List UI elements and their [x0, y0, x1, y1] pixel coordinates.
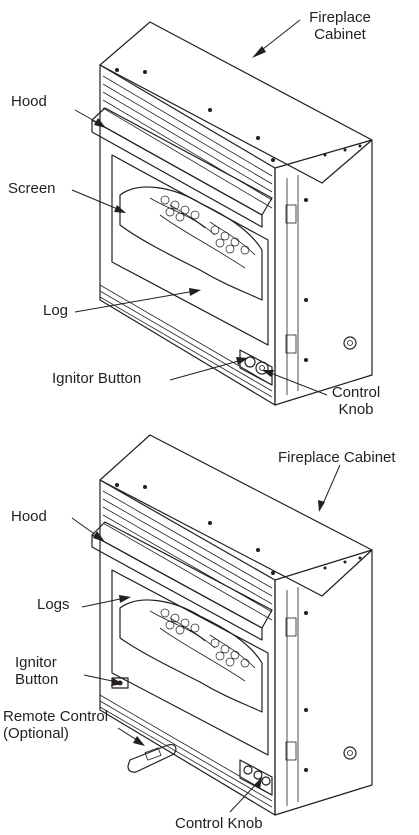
- remote-control: [127, 743, 177, 773]
- fireplace-cabinet-label-1: Fireplace Cabinet: [305, 9, 375, 43]
- fireplace-cabinet-1: [99, 21, 373, 406]
- control-knob-label-2: Control Knob: [175, 815, 263, 832]
- fireplace-cabinet-label-2: Fireplace Cabinet: [278, 449, 396, 466]
- fireplace-illustration-2: [71, 434, 373, 816]
- fireplace-cabinet-label-line-1: Fireplace: [309, 9, 371, 26]
- remote-control-label-line-2: (Optional): [3, 725, 69, 742]
- remote-control-label-line-1: Remote Control: [3, 708, 109, 725]
- screen-label: Screen: [8, 180, 56, 197]
- control-panel-1: [239, 349, 273, 386]
- control-knob-label-1: Control Knob: [325, 384, 387, 418]
- lower-louvers-1: [99, 284, 273, 398]
- fireplace-cabinet-2: [99, 434, 373, 816]
- glass-screen-1: [111, 154, 269, 346]
- hood-label-1: Hood: [11, 93, 47, 110]
- remote-control-label: Remote Control (Optional): [3, 708, 108, 742]
- leader-lines-1: [71, 19, 328, 396]
- ignitor-button-label-2: Ignitor Button: [15, 654, 58, 688]
- hood-1: [91, 107, 273, 228]
- ignitor-button-label-line-2: Button: [15, 671, 59, 688]
- glass-screen-2: [111, 569, 269, 756]
- ignitor-button-label-line-1: Ignitor: [15, 654, 57, 671]
- upper-louvers-1: [102, 75, 273, 209]
- hood-label-2: Hood: [11, 508, 47, 525]
- fireplace-illustration-1: [71, 19, 373, 406]
- log-label: Log: [43, 302, 69, 319]
- logs-label: Logs: [37, 596, 70, 613]
- lower-louvers-2: [99, 694, 273, 808]
- control-knob-label-line-1: Control: [331, 384, 381, 401]
- hood-2: [91, 521, 273, 641]
- leader-lines-2: [71, 464, 341, 813]
- control-knob-label-line-2: Knob: [338, 401, 374, 418]
- fireplace-cabinet-label-line-2: Cabinet: [314, 26, 366, 43]
- ignitor-button-label-1: Ignitor Button: [52, 370, 142, 387]
- control-panel-2: [239, 759, 273, 796]
